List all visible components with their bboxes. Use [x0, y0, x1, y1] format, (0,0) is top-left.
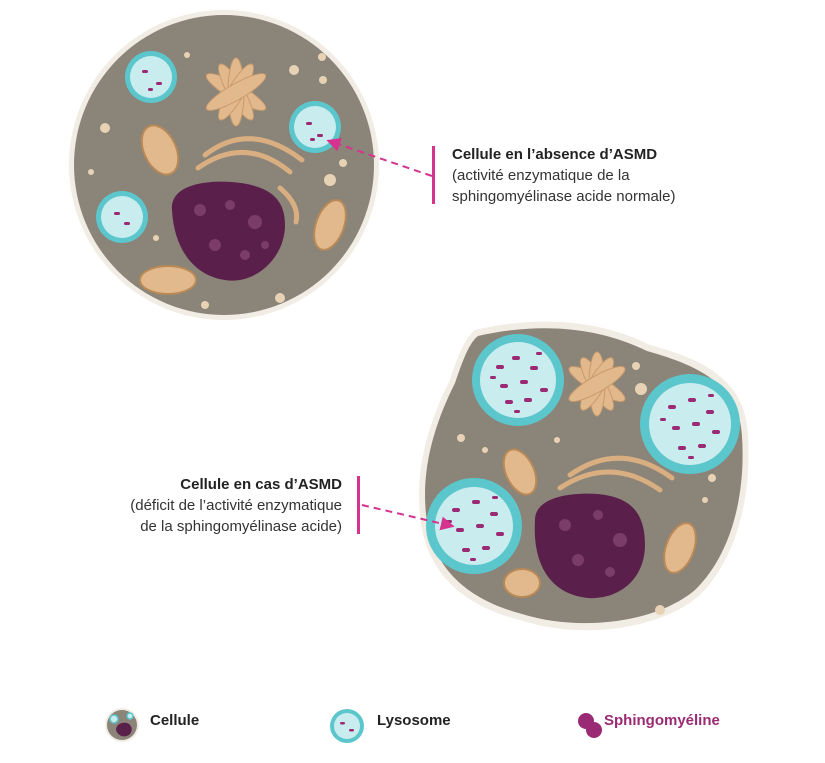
legend-lysosome-icon	[330, 709, 364, 743]
legend-sphingomyelin-label: Sphingomyéline	[604, 712, 720, 729]
lysosome	[289, 101, 341, 153]
lysosome	[96, 191, 148, 243]
lysosome	[640, 374, 740, 474]
nucleus-dots	[194, 200, 269, 260]
legend-cell-icon	[105, 708, 139, 742]
asmd-cell	[419, 321, 749, 631]
callout-arrow-normal	[326, 137, 433, 177]
lysosome	[125, 51, 177, 103]
callout-bar	[357, 476, 360, 534]
endoplasmic-reticulum	[557, 455, 675, 493]
mitochondria	[502, 448, 697, 598]
callout-asmd-line2: de la sphingomyélinase acide)	[140, 518, 342, 535]
endoplasmic-reticulum	[195, 136, 305, 225]
callout-asmd-line1: (déficit de l’activité enzymatique	[130, 497, 342, 514]
lysosome	[426, 478, 522, 574]
legend-lysosome-label: Lysosome	[377, 712, 451, 729]
callout-normal-title: Cellule en l’absence d’ASMD	[452, 146, 658, 163]
mitochondria	[139, 124, 347, 295]
callout-arrow-asmd	[361, 504, 455, 531]
lysosome	[472, 334, 564, 426]
nucleus-dots	[559, 510, 627, 577]
callout-normal-line2: sphingomyélinase acide normale)	[452, 188, 676, 205]
callout-bar	[432, 146, 435, 204]
golgi-apparatus	[205, 57, 267, 127]
legend-cell-label: Cellule	[150, 712, 200, 729]
vesicles	[88, 52, 347, 309]
normal-cell	[69, 10, 379, 320]
legend-sphingomyelin-icon	[578, 713, 602, 738]
callout-normal-line1: (activité enzymatique de la	[452, 167, 630, 184]
vesicles	[457, 362, 716, 615]
callout-asmd-title: Cellule en cas d’ASMD	[180, 476, 342, 493]
golgi-apparatus	[568, 351, 626, 417]
